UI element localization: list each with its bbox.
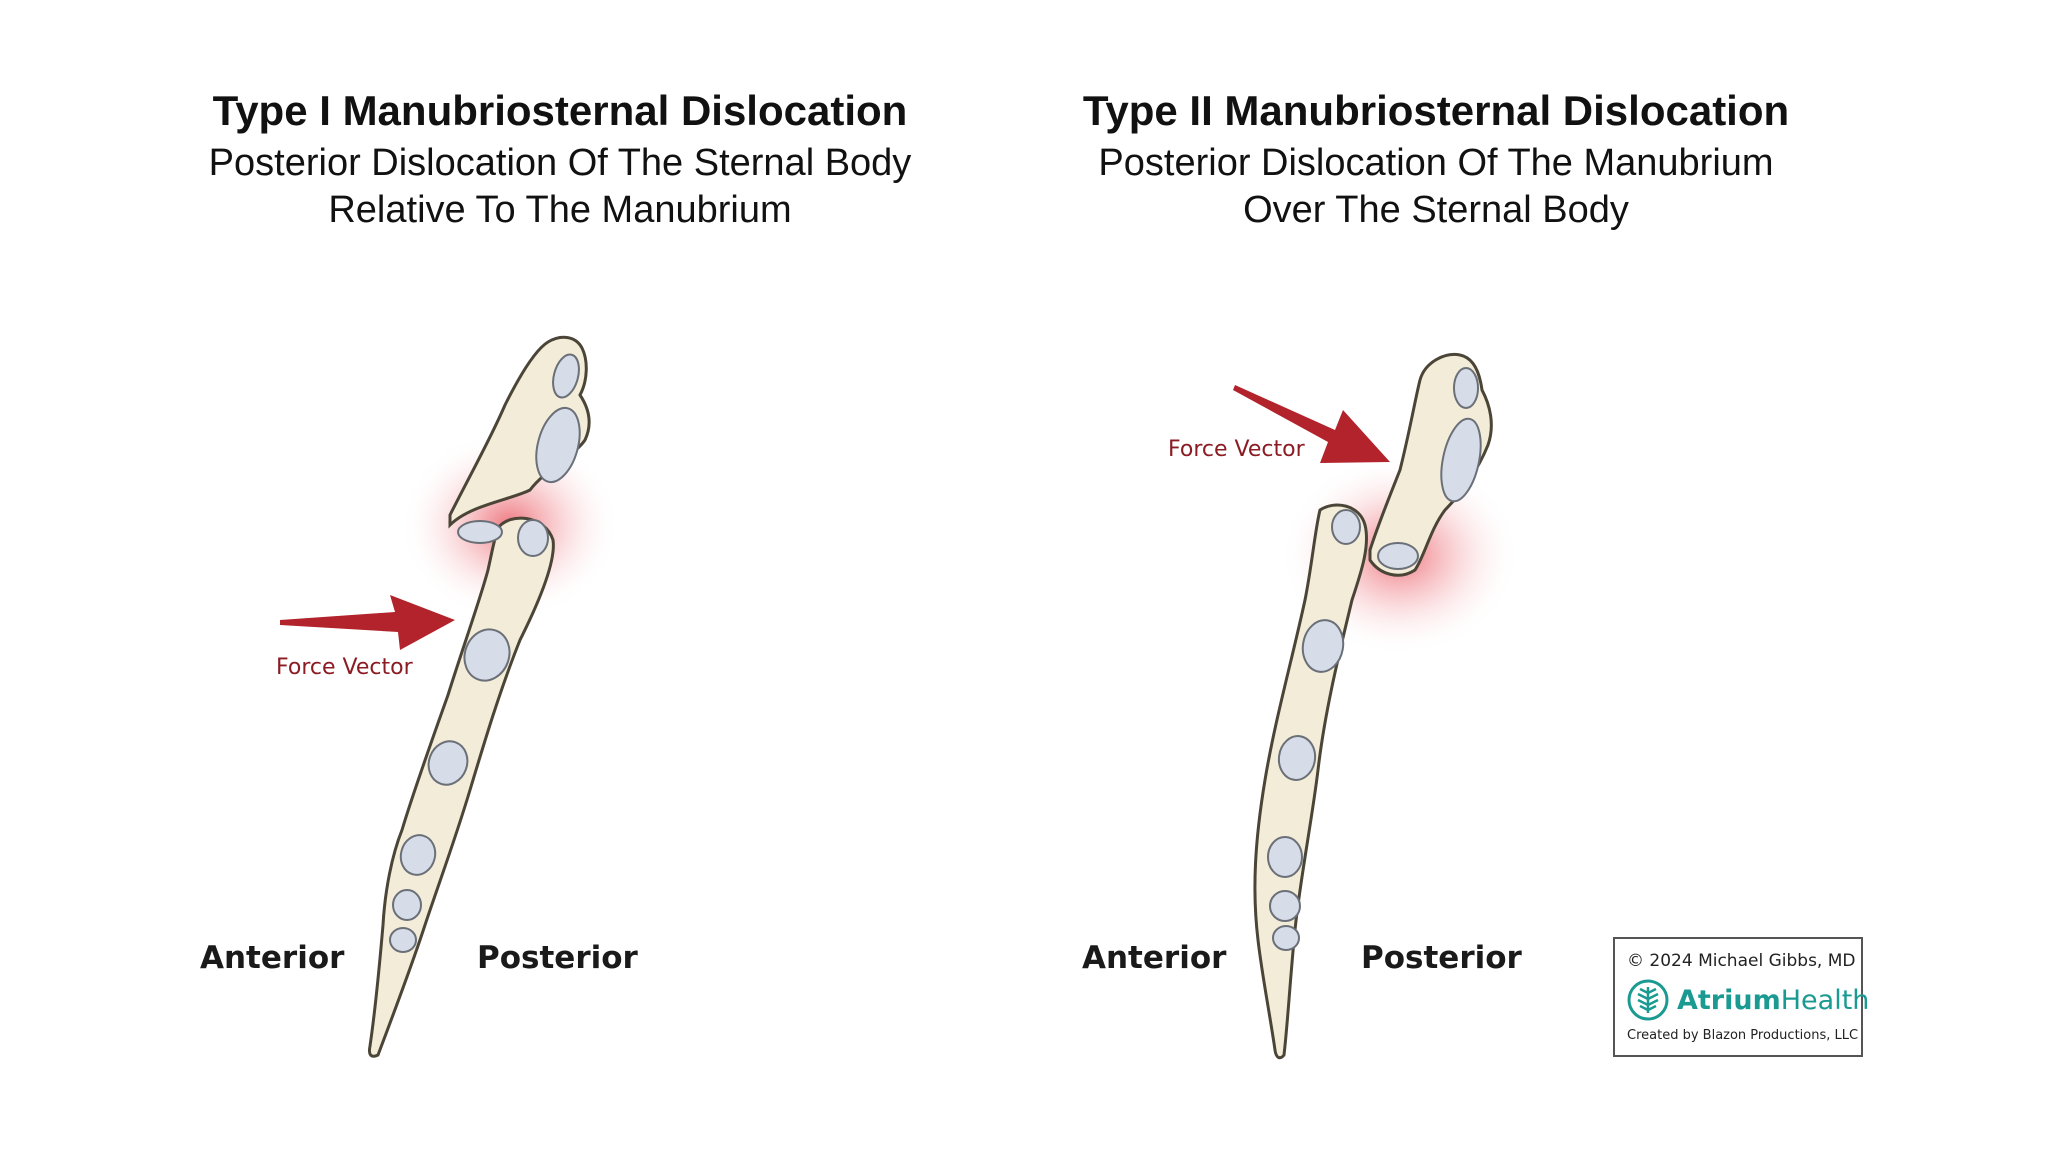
credit-box: © 2024 Michael Gibbs, MD AtriumHealth Cr… [1613,937,1869,1057]
right-sternum-diagram [1233,352,1520,1060]
right-force-arrow [1233,385,1390,463]
right-anterior-label: Anterior [1082,940,1227,976]
right-panel-title: Type II Manubriosternal Dislocation [1082,87,1790,134]
left-panel-subtitle-line2: Relative To The Manubrium [328,189,792,231]
left-sternum-diagram [280,335,620,1058]
logo-word-atrium: Atrium [1677,985,1781,1016]
right-panel-subtitle-line2: Over The Sternal Body [1243,189,1629,231]
left-force-vector-label: Force Vector [276,655,413,680]
left-force-arrow [280,595,455,650]
left-posterior-label: Posterior [477,940,638,976]
left-anterior-label: Anterior [200,940,345,976]
atrium-health-leaf-icon [1627,979,1669,1021]
right-manubrium [1368,352,1493,577]
right-panel-subtitle-line1: Posterior Dislocation Of The Manubrium [1098,142,1774,184]
copyright-text: © 2024 Michael Gibbs, MD [1627,951,1856,971]
right-panel-heading: Type II Manubriosternal Dislocation Post… [986,90,1886,234]
right-posterior-label: Posterior [1361,940,1522,976]
right-sternal-body [1253,503,1369,1060]
left-panel-subtitle-line1: Posterior Dislocation Of The Sternal Bod… [208,142,912,184]
created-by-text: Created by Blazon Productions, LLC [1627,1028,1859,1043]
left-panel-title: Type I Manubriosternal Dislocation [212,87,908,134]
atrium-health-wordmark: AtriumHealth [1677,985,1869,1016]
logo-word-health: Health [1780,985,1870,1016]
right-force-vector-label: Force Vector [1168,437,1305,462]
left-panel-heading: Type I Manubriosternal Dislocation Poste… [110,90,1010,234]
